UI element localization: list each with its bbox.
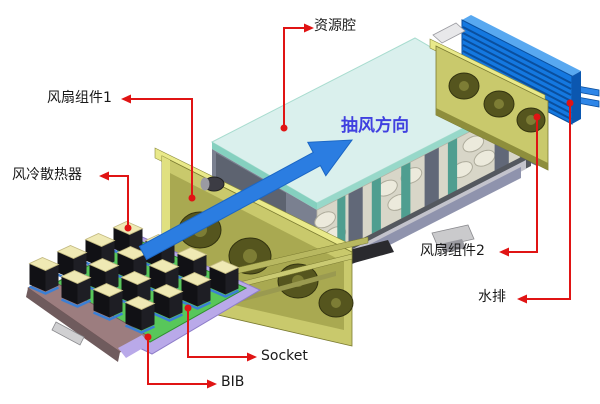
exhaust-direction-arrow bbox=[138, 139, 354, 261]
label-resource-cavity: 资源腔 bbox=[314, 18, 356, 34]
callout-line-socket bbox=[187, 308, 248, 358]
callout-line-bib bbox=[147, 337, 208, 385]
arrowhead-socket bbox=[247, 352, 257, 362]
label-socket: Socket bbox=[261, 348, 308, 364]
arrowhead-fan-assembly-1 bbox=[121, 94, 131, 104]
callouts bbox=[108, 27, 571, 385]
label-fan-assembly-2: 风扇组件2 bbox=[420, 243, 485, 259]
tray-handle bbox=[51, 321, 85, 346]
rail-bracket bbox=[431, 224, 475, 248]
arrowhead-water-radiator bbox=[517, 294, 527, 304]
arrowhead-resource-cavity bbox=[304, 23, 314, 33]
arrowhead-air-cooled-heatsink bbox=[99, 171, 109, 181]
fan-assembly-2 bbox=[429, 22, 549, 171]
radiator-end bbox=[572, 71, 581, 124]
callout-dot-fan-assembly-2 bbox=[533, 113, 541, 121]
callout-line-air-cooled-heatsink bbox=[108, 175, 129, 228]
callout-dot-bib bbox=[144, 333, 152, 341]
heatsink-grid bbox=[28, 221, 240, 334]
arrowhead-bib bbox=[207, 379, 217, 389]
callout-arrowheads bbox=[99, 23, 527, 389]
radiator-top bbox=[462, 15, 581, 76]
label-water-radiator: 水排 bbox=[478, 289, 506, 305]
chassis-edge-left bbox=[212, 142, 317, 210]
callout-line-fan-assembly-2 bbox=[508, 117, 538, 253]
heatsink-assembly bbox=[26, 221, 262, 362]
tray-purple-tip bbox=[118, 335, 150, 358]
callout-dot-water-radiator bbox=[566, 99, 574, 107]
callout-line-resource-cavity bbox=[283, 27, 305, 128]
callout-dot-fan-assembly-1 bbox=[188, 194, 196, 202]
callout-line-water-radiator bbox=[526, 103, 571, 300]
label-fan-assembly-1: 风扇组件1 bbox=[47, 90, 112, 106]
callout-dots bbox=[124, 99, 574, 341]
callout-line-fan-assembly-1 bbox=[130, 98, 193, 198]
arrowhead-fan-assembly-2 bbox=[499, 247, 509, 257]
callout-dot-socket bbox=[184, 304, 192, 312]
label-bib: BIB bbox=[221, 374, 245, 390]
label-air-cooled-heatsink: 风冷散热器 bbox=[12, 167, 82, 183]
tray-edge bbox=[26, 288, 120, 362]
label-exhaust-direction: 抽风方向 bbox=[341, 116, 409, 136]
callout-dot-resource-cavity bbox=[280, 124, 288, 132]
radiator-fins bbox=[462, 26, 572, 120]
callout-dot-air-cooled-heatsink bbox=[124, 224, 132, 232]
